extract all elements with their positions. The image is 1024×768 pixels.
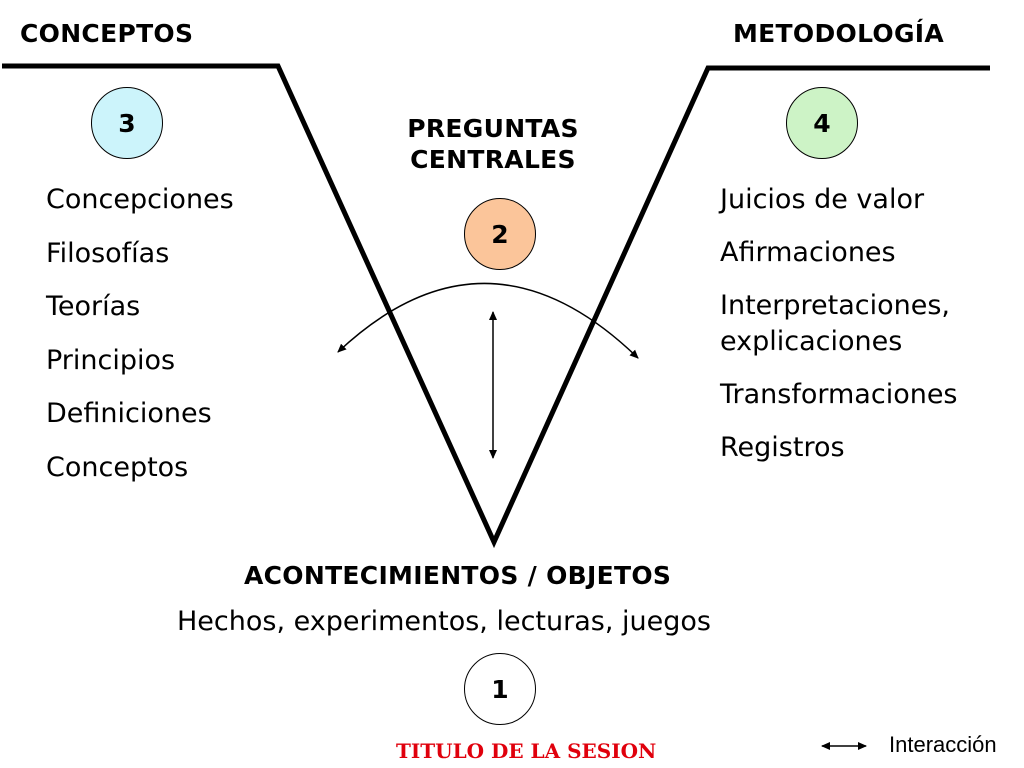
methodology-number-badge: 4 [786,87,858,159]
events-heading: ACONTECIMIENTOS / OBJETOS [244,561,672,590]
events-subtitle: Hechos, experimentos, lecturas, juegos [177,606,711,637]
questions-number-badge: 2 [464,198,536,270]
list-item: explicaciones [720,326,903,357]
list-item: Conceptos [46,452,189,483]
legend-label: Interacción [889,732,997,757]
list-item: Principios [46,345,176,376]
list-item: Filosofías [46,238,170,269]
list-item: Interpretaciones, [720,290,951,321]
list-item: Afirmaciones [720,237,896,268]
questions-heading-line2: CENTRALES [410,145,576,175]
list-item: Concepciones [46,184,234,215]
list-item: Juicios de valor [720,184,925,215]
questions-heading-line1: PREGUNTAS [407,114,579,143]
list-item: Definiciones [46,398,212,429]
methodology-heading: METODOLOGÍA [733,19,945,48]
session-title: TITULO DE LA SESION [396,739,657,763]
concepts-heading: CONCEPTOS [20,19,194,48]
interaction-arc [337,282,639,359]
v-shape [2,63,990,549]
list-item: Transformaciones [720,379,958,410]
list-item: Registros [720,432,845,463]
questions-heading: PREGUNTAS CENTRALES [388,113,598,176]
events-number-badge: 1 [464,653,536,725]
list-item: Teorías [46,291,141,322]
concepts-number-badge: 3 [91,87,163,159]
